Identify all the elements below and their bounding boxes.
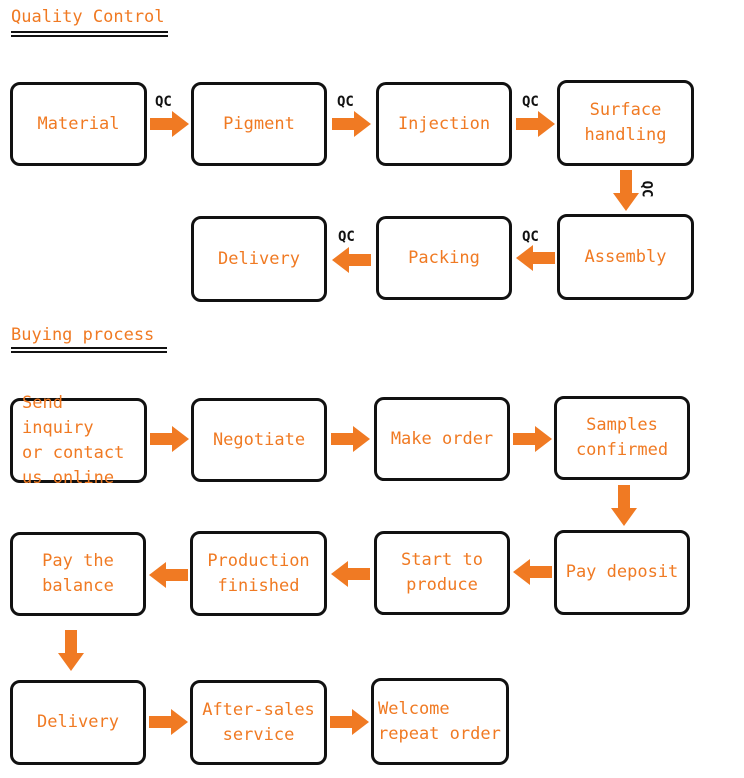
arrow-right-icon xyxy=(331,426,370,452)
buy-step-make-order: Make order xyxy=(374,397,510,481)
buy-step-samples-confirmed-label: Samples confirmed xyxy=(575,415,669,460)
buy-step-start-to-produce-label: Start to produce xyxy=(401,550,483,595)
arrow-left-icon xyxy=(332,247,371,273)
qc-step-surface-handling: Surface handling xyxy=(557,80,694,166)
buy-step-make-order-label: Make order xyxy=(390,428,494,449)
qc-label-injection-surface: QC xyxy=(522,94,539,110)
arrow-down-icon xyxy=(58,630,84,671)
qc-step-injection-label: Injection xyxy=(397,113,491,134)
qc-label-packing-delivery: QC xyxy=(338,229,355,245)
buy-step-pay-deposit: Pay deposit xyxy=(554,530,690,615)
buy-step-after-sales-service: After-sales service xyxy=(190,680,327,765)
buy-step-welcome-repeat-order: Welcome repeat order xyxy=(371,678,509,765)
qc-label-assembly-packing: QC xyxy=(522,229,539,245)
arrow-left-icon xyxy=(516,245,555,271)
arrow-down-icon xyxy=(613,170,639,211)
qc-step-packing-label: Packing xyxy=(408,247,480,268)
qc-step-delivery: Delivery xyxy=(191,216,327,302)
buy-step-production-finished-label: Production finished xyxy=(207,550,310,596)
buy-step-after-sales-service-label: After-sales service xyxy=(202,699,315,745)
arrow-left-icon xyxy=(513,559,552,585)
arrow-right-icon xyxy=(516,111,555,137)
buy-step-send-inquiry: Send inquiry or contact us online xyxy=(10,393,147,488)
arrow-left-icon xyxy=(331,561,370,587)
buy-step-send-inquiry-label: Send inquiry or contact us online xyxy=(22,392,125,488)
qc-label-material-pigment: QC xyxy=(155,94,172,110)
arrow-right-icon xyxy=(513,426,552,452)
qc-step-delivery-label: Delivery xyxy=(218,248,300,269)
arrow-left-icon xyxy=(149,562,188,588)
buy-step-delivery-label: Delivery xyxy=(37,712,119,732)
qc-step-packing: Packing xyxy=(376,216,512,300)
buy-step-negotiate: Negotiate xyxy=(191,398,327,482)
buy-step-production-finished: Production finished xyxy=(190,531,327,616)
arrow-down-icon xyxy=(611,485,637,526)
qc-step-assembly-label: Assembly xyxy=(584,246,667,267)
buy-step-pay-deposit-label: Pay deposit xyxy=(565,562,679,582)
buy-step-samples-confirmed: Samples confirmed xyxy=(554,396,690,480)
arrow-right-icon xyxy=(330,709,369,735)
buy-step-welcome-repeat-order-label: Welcome repeat order xyxy=(378,698,501,744)
qc-step-assembly: Assembly xyxy=(557,214,694,300)
buy-step-pay-the-balance: Pay the balance xyxy=(10,532,146,616)
buy-step-negotiate-label: Negotiate xyxy=(212,429,306,450)
arrow-right-icon xyxy=(150,111,189,137)
qc-step-material-label: Material xyxy=(37,113,120,134)
buy-step-start-to-produce: Start to produce xyxy=(374,531,510,615)
buying-process-underline xyxy=(11,347,167,353)
qc-step-injection: Injection xyxy=(376,82,512,166)
qc-step-surface-handling-label: Surface handling xyxy=(584,100,667,145)
qc-step-pigment-label: Pigment xyxy=(223,113,295,134)
buy-step-pay-the-balance-label: Pay the balance xyxy=(42,551,114,596)
arrow-right-icon xyxy=(149,709,188,735)
quality-control-underline xyxy=(11,31,168,37)
qc-label-surface-assembly: QC xyxy=(638,180,655,198)
qc-label-pigment-injection: QC xyxy=(337,94,354,110)
qc-step-material: Material xyxy=(10,82,147,166)
buying-process-heading: Buying process xyxy=(11,325,155,345)
arrow-right-icon xyxy=(150,426,189,452)
arrow-right-icon xyxy=(332,111,371,137)
quality-control-heading: Quality Control xyxy=(11,7,165,27)
qc-step-pigment: Pigment xyxy=(191,82,327,166)
buy-step-delivery: Delivery xyxy=(10,680,146,765)
